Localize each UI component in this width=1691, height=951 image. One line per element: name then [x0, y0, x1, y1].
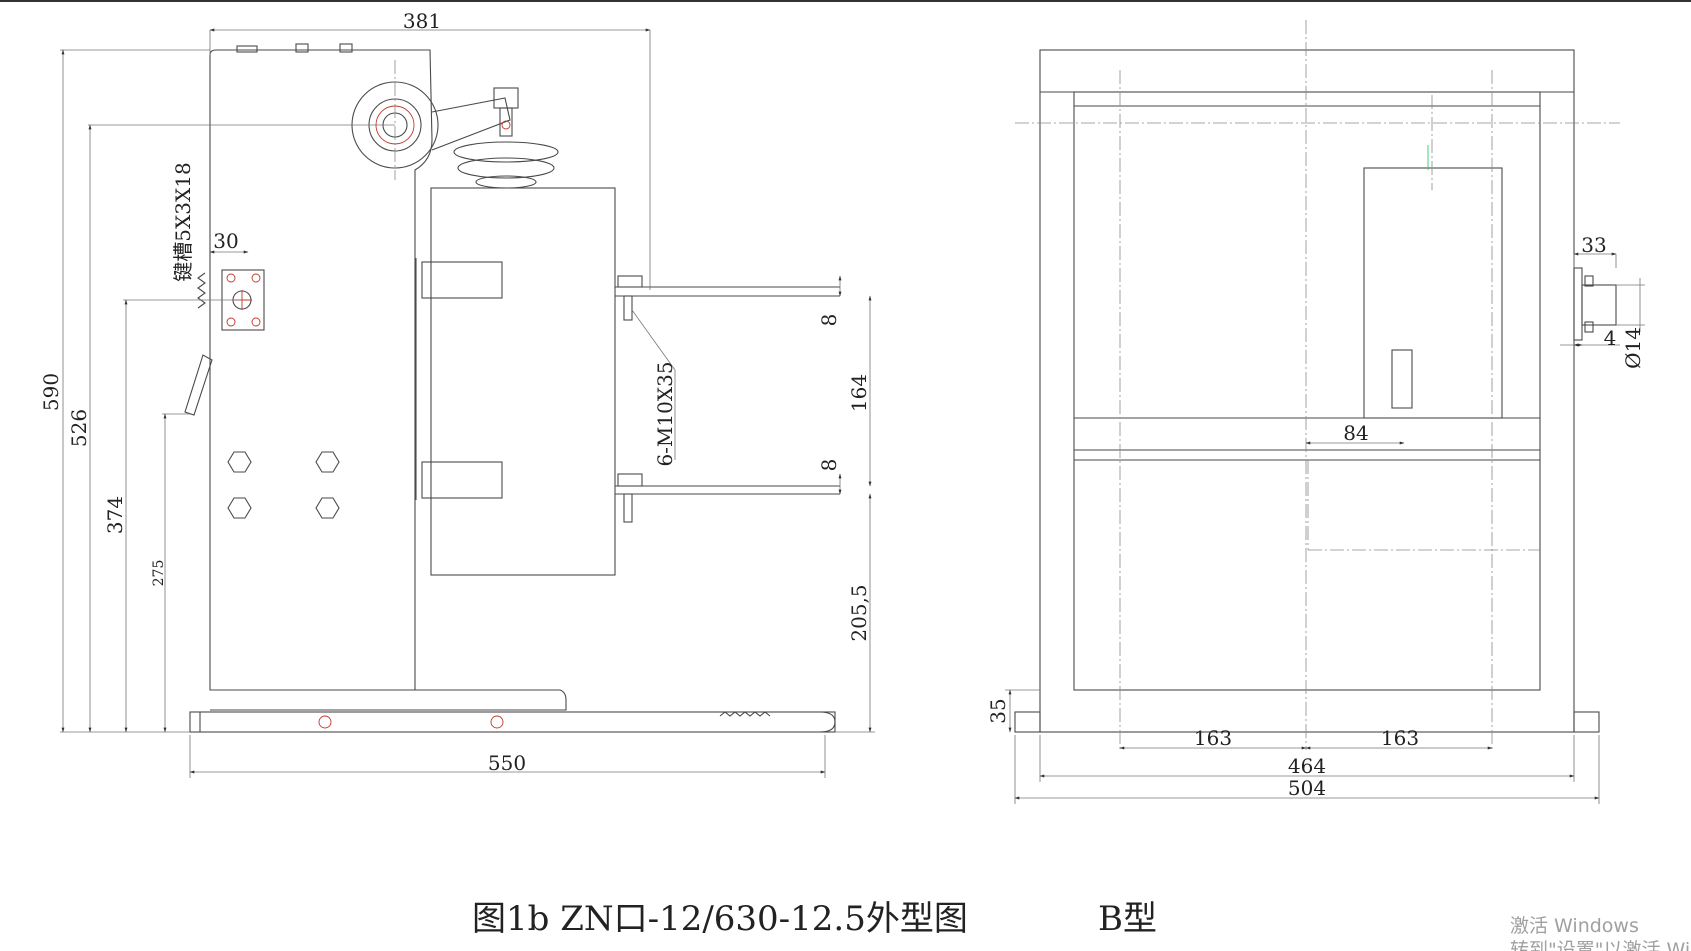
dim-381: 381 [403, 9, 441, 33]
dim-464: 464 [1288, 754, 1326, 778]
dim-30: 30 [213, 229, 238, 253]
dim-163-left: 163 [1194, 726, 1232, 750]
bolts-label: 6-M10X35 [653, 361, 677, 466]
dim-374: 374 [103, 496, 127, 534]
dim-4: 4 [1604, 326, 1617, 350]
dim-526: 526 [67, 409, 91, 447]
dim-8-top: 8 [817, 314, 841, 327]
drawing-caption: 图1b ZN口-12/630-12.5外型图 [472, 899, 968, 939]
dim-590: 590 [39, 373, 63, 411]
right-view: 33 4 Ø14 84 35 163 163 464 504 [986, 20, 1645, 804]
dim-164: 164 [847, 374, 871, 412]
dim-275: 275 [151, 560, 167, 587]
dim-35: 35 [986, 698, 1010, 723]
dim-84: 84 [1343, 421, 1368, 445]
keyway-label: 键槽5X3X18 [171, 162, 195, 281]
activate-windows-subtext: 转到"设置"以激活 Windows。 [1510, 939, 1691, 951]
dim-205: 205,5 [847, 584, 871, 641]
dim-163-right: 163 [1381, 726, 1419, 750]
dim-550: 550 [488, 751, 526, 775]
dim-504: 504 [1288, 776, 1326, 800]
dim-diameter-14: Ø14 [1621, 327, 1645, 369]
type-label: B型 [1098, 899, 1157, 939]
left-view: 381 590 526 374 275 键槽5X3X18 30 6-M10X35… [39, 9, 875, 778]
dim-33: 33 [1581, 233, 1606, 257]
activate-windows-watermark: 激活 Windows [1510, 915, 1639, 937]
dim-8-bottom: 8 [817, 459, 841, 472]
